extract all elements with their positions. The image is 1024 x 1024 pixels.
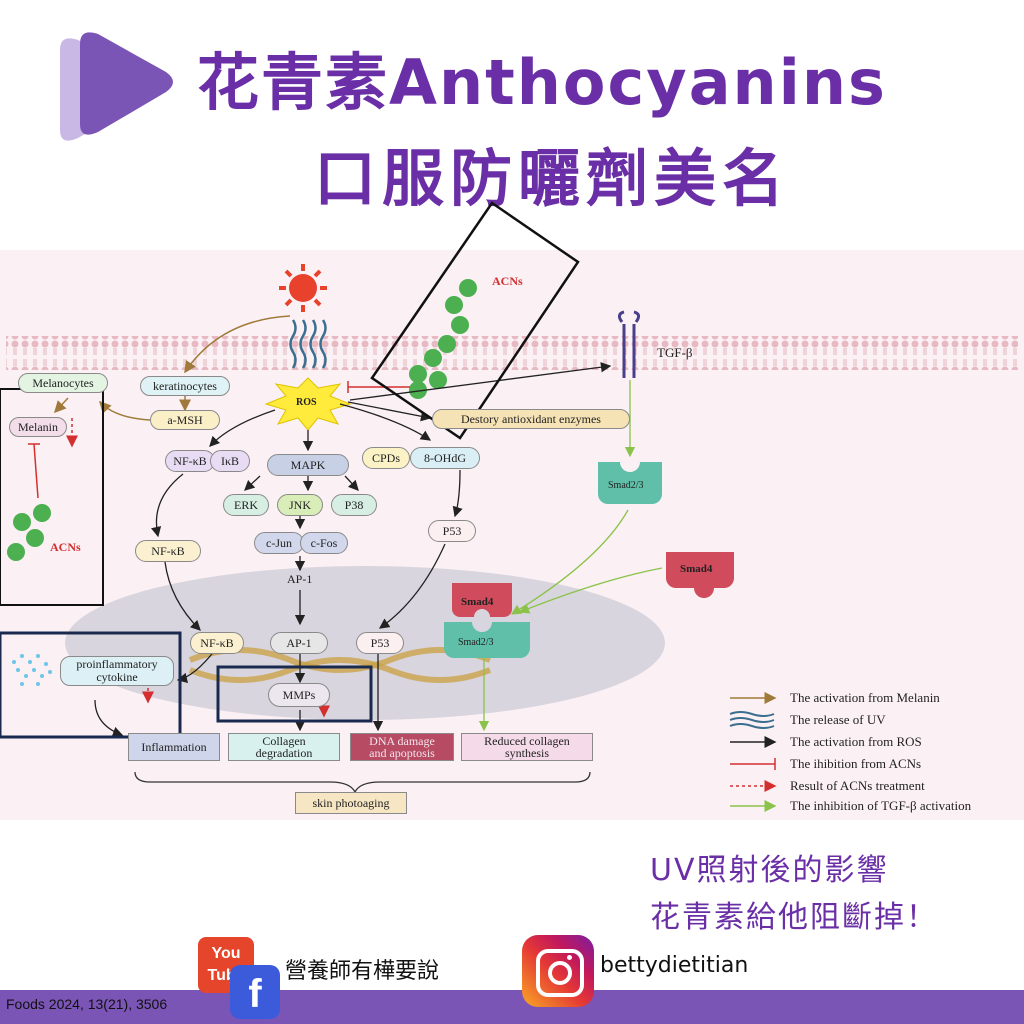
highlight-box-cytokine xyxy=(0,631,182,739)
keratinocytes-node: keratinocytes xyxy=(140,376,230,396)
destroy-enzymes-node: Destory antioxidant enzymes xyxy=(432,409,630,429)
acns-molecule-left xyxy=(7,504,51,561)
mapk-node: MAPK xyxy=(267,454,349,476)
smad4-right-label: Smad4 xyxy=(680,563,713,575)
p53-top-node: P53 xyxy=(428,520,476,542)
erk-node: ERK xyxy=(223,494,269,516)
cfos-node: c-Fos xyxy=(300,532,348,554)
ohdg-node: 8-OHdG xyxy=(410,447,480,469)
tgf-receptor-icon xyxy=(617,310,641,378)
footer-bar xyxy=(0,990,1024,1024)
title-line1: 花青素Anthocyanins xyxy=(197,46,887,119)
uv-wave-icon xyxy=(289,319,327,369)
melanin-node: Melanin xyxy=(9,417,67,437)
legend-symbols xyxy=(729,692,777,812)
acns-molecule-top xyxy=(409,279,477,399)
source-citation: Foods 2024, 13(21), 3506 xyxy=(6,996,168,1012)
legend-item-acns-inhibition: The ihibition from ACNs xyxy=(790,756,922,771)
nfkb-node-3: NF-κB xyxy=(190,632,244,654)
cytokine-line1: proinflammatory xyxy=(76,657,158,671)
note-line2: 花青素給他阻斷掉！ xyxy=(650,900,938,935)
reduced-line1: Reduced collagen xyxy=(484,734,570,748)
note-line1: UV照射後的影響 xyxy=(650,853,889,888)
melanocytes-node: Melanocytes xyxy=(18,373,108,393)
ikb-node: IκB xyxy=(210,450,250,472)
smad4-right-shape xyxy=(666,552,734,598)
nfkb-node-2: NF-κB xyxy=(135,540,201,562)
dna-line2: and apoptosis xyxy=(369,746,435,760)
legend-item-acns-result: Result of ACNs treatment xyxy=(790,778,925,793)
acns-label-left: ACNs xyxy=(50,540,81,554)
cpds-node: CPDs xyxy=(362,447,410,469)
acns-label-top: ACNs xyxy=(492,274,523,288)
legend-item-melanin: The activation from Melanin xyxy=(790,690,940,705)
collagen-line2: degradation xyxy=(255,746,313,760)
ros-label: ROS xyxy=(296,397,317,408)
amsh-node: a-MSH xyxy=(150,410,220,430)
smad23-top-shape xyxy=(598,462,662,504)
cytokine-particles xyxy=(12,654,52,686)
legend-item-tgf: The inhibition of TGF-β activation xyxy=(790,798,972,813)
sun-icon xyxy=(279,264,327,312)
jnk-node: JNK xyxy=(277,494,323,516)
cytokine-line2: cytokine xyxy=(96,670,138,684)
ap1-label-top: AP-1 xyxy=(287,572,313,586)
smad23-nuc-label: Smad2/3 xyxy=(458,637,494,648)
p53-nuc-node: P53 xyxy=(356,632,404,654)
ap1-nuc-node: AP-1 xyxy=(270,632,328,654)
title-line2: 口服防曬劑美名 xyxy=(313,142,790,215)
dna-damage-node: DNA damage and apoptosis xyxy=(350,733,454,761)
smad23-top-label: Smad2/3 xyxy=(608,480,644,491)
cjun-node: c-Jun xyxy=(254,532,304,554)
collagen-line1: Collagen xyxy=(262,734,306,748)
inflammation-node: Inflammation xyxy=(128,733,220,761)
legend-item-ros: The activation from ROS xyxy=(790,734,922,749)
nfkb-node-1: NF-κB xyxy=(165,450,215,472)
facebook-name[interactable]: 營養師有樺要說 xyxy=(285,959,440,984)
tgf-label: TGF-β xyxy=(657,345,693,360)
facebook-icon[interactable]: f xyxy=(230,965,280,1019)
instagram-handle[interactable]: bettydietitian xyxy=(600,953,749,978)
smad4-nuc-shape xyxy=(452,583,512,617)
cytokine-node: proinflammatory cytokine xyxy=(60,656,174,686)
reduced-line2: synthesis xyxy=(504,746,549,760)
p38-node: P38 xyxy=(331,494,377,516)
collagen-degradation-node: Collagen degradation xyxy=(228,733,340,761)
reduced-collagen-node: Reduced collagen synthesis xyxy=(461,733,593,761)
legend-item-uv: The release of UV xyxy=(790,712,886,727)
cell-membrane xyxy=(6,336,1018,370)
smad4-nuc-label: Smad4 xyxy=(461,596,494,608)
mmps-node: MMPs xyxy=(268,683,330,707)
instagram-icon[interactable] xyxy=(522,935,594,1007)
play-logo-icon xyxy=(60,32,173,141)
dna-line1: DNA damage xyxy=(369,734,435,748)
highlight-box-acns xyxy=(370,201,580,440)
highlight-box-mmps xyxy=(216,665,373,723)
smad23-nuc-shape xyxy=(444,622,530,658)
skin-photoaging-node: skin photoaging xyxy=(295,792,407,814)
